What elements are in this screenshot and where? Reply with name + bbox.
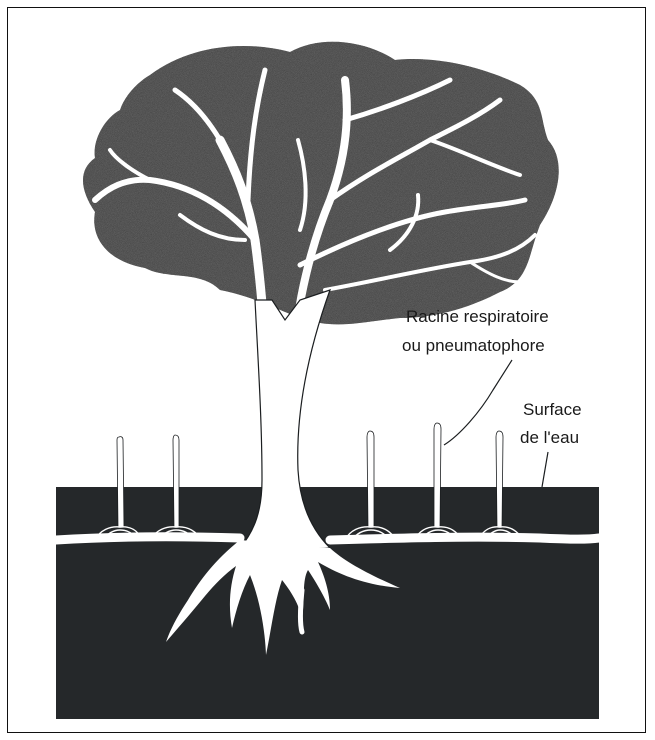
pneumatophore xyxy=(496,431,503,528)
surface-label-line2: de l'eau xyxy=(520,428,579,447)
pneumatophore xyxy=(117,437,124,528)
pneumatophore xyxy=(434,423,441,528)
pneumatophore-label-line2: ou pneumatophore xyxy=(402,336,545,355)
cable-roots xyxy=(56,537,599,540)
pneumatophore-label-line1: Racine respiratoire xyxy=(406,307,549,326)
pneumatophore xyxy=(173,435,179,528)
surface-leader xyxy=(542,452,548,487)
surface-label-line1: Surface xyxy=(523,400,582,419)
pneumatophore xyxy=(367,431,374,528)
labels: Racine respiratoire ou pneumatophore Sur… xyxy=(402,307,582,447)
